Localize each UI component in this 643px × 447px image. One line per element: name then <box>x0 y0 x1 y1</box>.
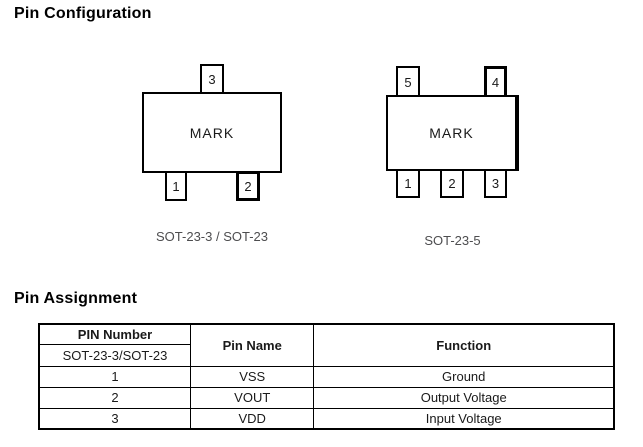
table-cell-pin-number: 2 <box>38 386 192 409</box>
sot23-3-mark-label: MARK <box>189 124 235 141</box>
sot23-5-pin-2: 2 <box>440 169 464 198</box>
table-cell-pin-number: 3 <box>38 407 192 430</box>
table-row: 2 VOUT Output Voltage <box>38 386 615 409</box>
pin-configuration-heading: Pin Configuration <box>14 5 152 22</box>
pin-assignment-heading: Pin Assignment <box>14 290 138 307</box>
sot23-5-pin-3: 3 <box>484 169 507 198</box>
table-cell-pin-number: 1 <box>38 365 192 388</box>
table-cell-function: Input Voltage <box>313 407 615 430</box>
sot23-3-pin-3: 3 <box>200 64 224 95</box>
sot23-5-pin-5: 5 <box>396 66 420 98</box>
sot23-5-package-body: MARK <box>386 95 519 171</box>
table-cell-pin-name: VDD <box>190 407 315 430</box>
table-cell-function: Ground <box>313 365 615 388</box>
pin-assignment-table: PIN Number Pin Name Function SOT-23-3/SO… <box>38 323 615 430</box>
sot23-3-package-body: MARK <box>142 92 282 173</box>
table-cell-pin-name: VSS <box>190 365 315 388</box>
table-header-pin-number: PIN Number <box>38 323 192 345</box>
table-row: 1 VSS Ground <box>38 365 615 388</box>
table-cell-function: Output Voltage <box>313 386 615 409</box>
table-cell-pin-name: VOUT <box>190 386 315 409</box>
sot23-3-caption: SOT-23-3 / SOT-23 <box>156 229 268 244</box>
sot23-5-pin-1: 1 <box>396 169 420 198</box>
sot23-3-pin-1: 1 <box>165 171 187 201</box>
table-row: 3 VDD Input Voltage <box>38 407 615 430</box>
table-header-function: Function <box>313 323 615 367</box>
sot23-5-mark-label: MARK <box>429 125 474 141</box>
sot23-5-caption: SOT-23-5 <box>424 233 481 248</box>
sot23-5-pin-4: 4 <box>484 66 507 98</box>
table-header-package-variant: SOT-23-3/SOT-23 <box>38 343 192 367</box>
table-header-pin-name: Pin Name <box>190 323 315 367</box>
sot23-3-pin-2: 2 <box>236 171 260 201</box>
